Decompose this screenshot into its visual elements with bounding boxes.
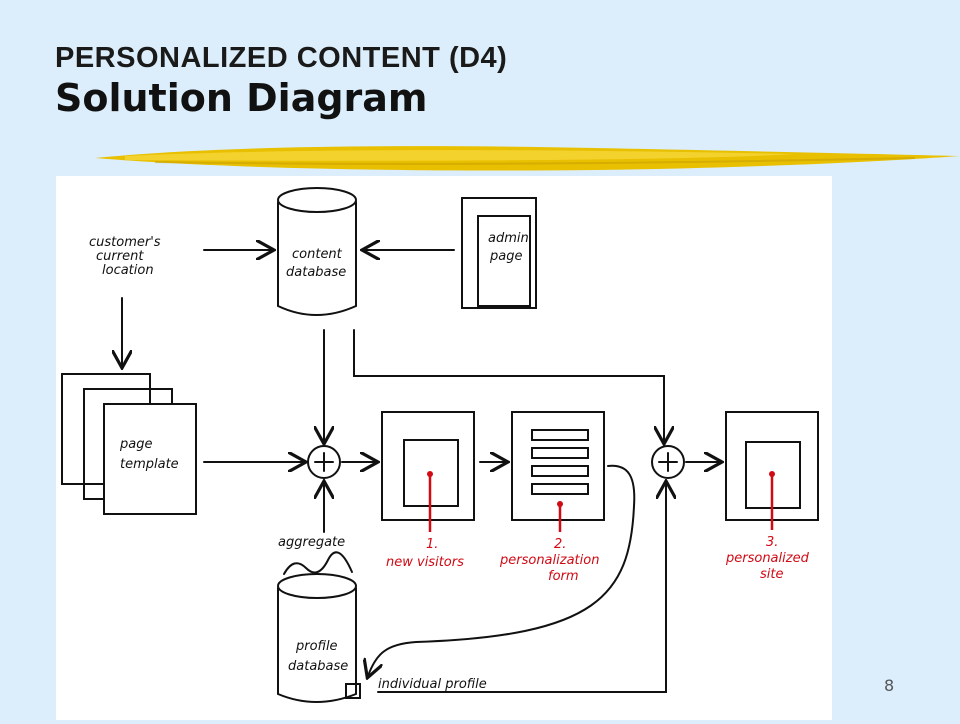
content-db-label-2: database (286, 265, 346, 280)
page-template-stack (61, 373, 197, 515)
step-3-label-2: site (760, 567, 783, 582)
step-1-label: new visitors (386, 555, 464, 570)
admin-label-2: page (489, 249, 522, 264)
step-3-label-1: personalized (725, 551, 810, 566)
step-2-label-1: personalization (499, 553, 599, 568)
solution-diagram: customer's current location content data… (61, 187, 819, 703)
step-3-number: 3. (766, 535, 778, 550)
profile-database-cylinder (277, 573, 357, 703)
location-label-1: customer's (89, 235, 161, 250)
yellow-brush-stroke (95, 146, 960, 171)
content-database-cylinder (277, 187, 357, 316)
admin-page-icon (461, 197, 537, 309)
aggregate-wave (283, 551, 353, 575)
step-2-label-2: form (548, 569, 579, 584)
content-db-label-1: content (292, 247, 343, 262)
admin-label-1: admin (488, 231, 529, 246)
title-line-2: Solution Diagram (55, 76, 428, 120)
step-callouts (428, 474, 774, 532)
title-line-1: PERSONALIZED CONTENT (D4) (55, 42, 508, 74)
location-label-2: current (96, 249, 144, 264)
page-number: 8 (884, 676, 895, 695)
new-visitors-page (381, 411, 475, 521)
location-label-3: location (102, 263, 154, 278)
slide-title: PERSONALIZED CONTENT (D4) Solution Diagr… (55, 40, 507, 120)
step-3-dot (769, 471, 775, 477)
step-2-dot (557, 501, 563, 507)
individual-profile-label: individual profile (378, 677, 487, 692)
flow-arrows (122, 250, 720, 693)
personalization-form-page (511, 411, 605, 521)
template-label-2: template (120, 457, 179, 472)
merge-node-1 (307, 445, 341, 479)
step-2-number: 2. (554, 537, 566, 552)
aggregate-label: aggregate (278, 535, 345, 550)
profile-db-label-1: profile (295, 639, 338, 654)
merge-node-2 (651, 445, 685, 479)
step-1-number: 1. (426, 537, 438, 552)
diagram-panel: customer's current location content data… (56, 176, 832, 720)
individual-profile-record (345, 683, 361, 699)
step-1-dot (427, 471, 433, 477)
profile-db-label-2: database (288, 659, 348, 674)
template-label-1: page (119, 437, 152, 452)
